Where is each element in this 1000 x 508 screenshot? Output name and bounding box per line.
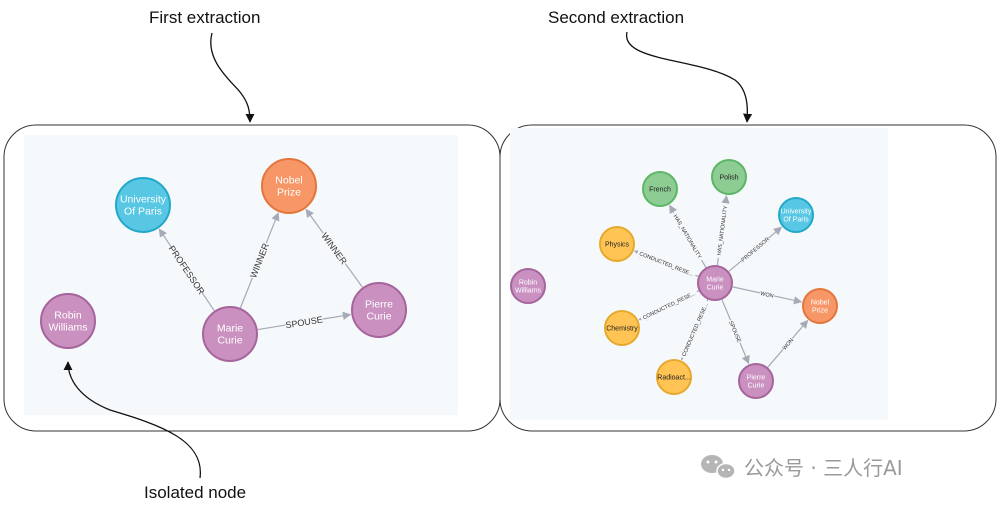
g2-node-circle-uop [778, 197, 814, 233]
watermark-text: 公众号 · 三人行AI [744, 456, 903, 480]
g1-node-label-uop: Of Paris [124, 206, 162, 218]
g1-node-label-nobel: Prize [277, 187, 301, 199]
g2-node-label-robin: Williams [515, 287, 542, 294]
g2-node-label-marie: Curie [707, 284, 724, 291]
g2-node-circle-robin [510, 268, 546, 304]
annotation-arrow-isolated [63, 361, 201, 479]
annotation-isolated-node: Isolated node [144, 483, 246, 502]
g2-edge-label-bg [759, 289, 775, 300]
g1-node-label-pierre: Pierre [365, 299, 393, 311]
wechat-icon [701, 455, 736, 480]
g2-node-circle-nobel [802, 288, 838, 324]
g2-node-label-polish: Polish [719, 174, 738, 181]
g1-node-circle-nobel [261, 158, 317, 214]
g2-node-radio[interactable]: Radioact... [656, 359, 692, 395]
g1-node-label-uop: University [120, 194, 167, 206]
panel-first-canvas [24, 135, 458, 415]
g2-edge-label-bg [714, 202, 730, 259]
g2-edge-label-bg [636, 248, 697, 279]
annotation-arrow-first [210, 32, 255, 123]
g1-node-label-marie: Marie [217, 323, 243, 335]
g2-edge-label-bg [780, 336, 796, 352]
g2-node-chemistry[interactable]: Chemistry [604, 310, 640, 346]
g1-node-label-robin: Robin [54, 310, 82, 322]
g1-node-label-pierre: Curie [366, 311, 391, 323]
g2-node-label-uop: Of Paris [783, 216, 809, 223]
g1-edge-label-bg [166, 244, 207, 296]
g1-node-label-robin: Williams [48, 322, 87, 334]
g2-node-circle-french [642, 171, 678, 207]
g1-node-label-nobel: Nobel [275, 175, 302, 187]
g2-edge-label-bg [739, 235, 771, 264]
g2-node-circle-pierre [738, 363, 774, 399]
annotation-arrow-second [626, 31, 753, 123]
g1-node-label-marie: Curie [217, 335, 242, 347]
g1-node-circle-robin [40, 293, 96, 349]
g2-node-label-marie: Marie [706, 276, 724, 283]
g2-node-polish[interactable]: Polish [711, 159, 747, 195]
g2-node-circle-chemistry [604, 310, 640, 346]
g2-node-label-robin: Robin [519, 279, 537, 286]
g2-node-label-physics: Physics [605, 241, 630, 248]
g2-node-label-uop: University [781, 208, 812, 215]
g2-node-circle-radio [656, 359, 692, 395]
annotation-first-extraction: First extraction [149, 8, 260, 27]
g2-node-circle-marie [697, 265, 733, 301]
g1-edge-label-bg [284, 313, 324, 331]
g2-edge-label-bg [679, 299, 711, 360]
g2-node-label-chemistry: Chemistry [606, 325, 638, 332]
g1-edge-label-bg [318, 229, 351, 268]
g1-node-circle-pierre [351, 282, 407, 338]
g2-edge-label-bg [670, 210, 705, 263]
g2-node-french[interactable]: French [642, 171, 678, 207]
g1-edge-label-bg [246, 240, 272, 281]
g2-edge-label-group: WON [759, 289, 775, 300]
g2-node-circle-physics [599, 226, 635, 262]
g2-edge-label-marie-nobel: WON [760, 291, 774, 300]
panel-second-extraction [499, 124, 997, 432]
g2-node-label-nobel: Prize [812, 307, 828, 314]
g2-node-label-nobel: Nobel [811, 299, 830, 306]
g1-edge-label-group: SPOUSE [284, 313, 324, 331]
g2-edge-label-bg [639, 288, 699, 322]
g2-edge-label-bg [727, 318, 744, 345]
g2-node-circle-polish [711, 159, 747, 195]
g1-node-circle-marie [202, 306, 258, 362]
g2-node-physics[interactable]: Physics [599, 226, 635, 262]
g2-node-label-pierre: Curie [748, 382, 765, 389]
panel-second-canvas [510, 128, 888, 420]
g2-node-label-french: French [649, 186, 671, 193]
g1-node-circle-uop [115, 177, 171, 233]
g2-node-label-radio: Radioact... [657, 374, 691, 381]
g2-node-label-pierre: Pierre [747, 374, 766, 381]
watermark: 公众号 · 三人行AI [701, 455, 903, 480]
annotation-second-extraction: Second extraction [548, 8, 684, 27]
